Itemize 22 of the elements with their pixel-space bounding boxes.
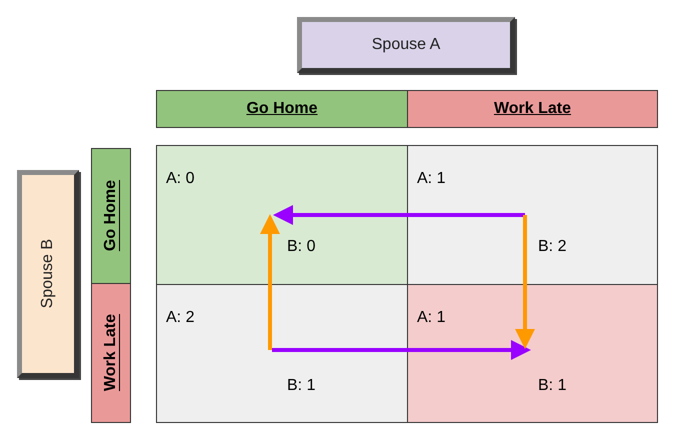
payoff-value: A: 1 [417, 309, 446, 327]
payoff-value: B: 1 [538, 377, 566, 395]
payoff-cell [156, 145, 408, 285]
payoff-value: B: 1 [287, 377, 316, 395]
payoff-value: A: 0 [166, 170, 194, 188]
row-header: Go Home [91, 148, 131, 284]
payoff-cell [156, 284, 408, 423]
player-box: Spouse A [297, 17, 515, 73]
payoff-value: B: 0 [287, 238, 316, 256]
payoff-value: A: 1 [417, 170, 446, 188]
arrow [273, 205, 525, 225]
payoff-cell [407, 145, 658, 285]
payoff-value: B: 2 [538, 238, 566, 256]
column-header: Work Late [407, 90, 658, 128]
arrow [272, 340, 531, 360]
arrow [515, 215, 535, 349]
payoff-cell [407, 284, 658, 423]
row-header: Work Late [91, 283, 131, 423]
arrow [260, 214, 280, 350]
payoff-value: A: 2 [166, 309, 194, 327]
player-box: Spouse B [17, 170, 79, 378]
column-header: Go Home [156, 90, 408, 128]
